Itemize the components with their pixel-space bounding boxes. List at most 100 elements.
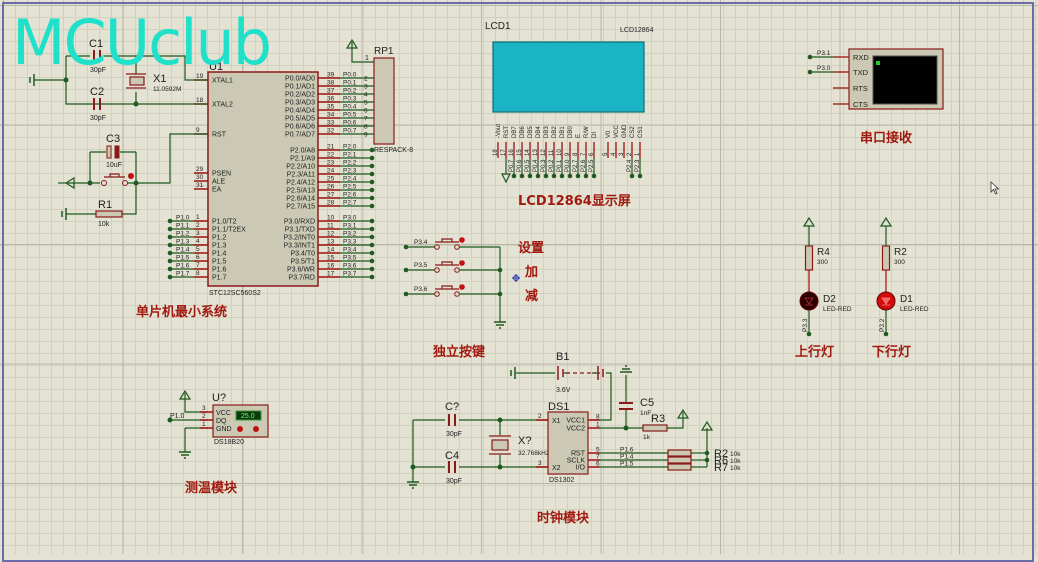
net-label: P1.3	[176, 239, 190, 246]
r3-wire	[667, 412, 684, 429]
pin-name: P3.2/INT0	[283, 235, 315, 242]
pin-number: 23	[327, 160, 335, 167]
crystal-circuit[interactable]: C1 30pF C2 30pF X1 11.0592M C3 10uF R	[29, 38, 208, 228]
lcd-pin-name: DB7	[512, 126, 518, 138]
pin-name: P1.7	[212, 275, 227, 282]
pin-name: P0.6/AD6	[285, 124, 315, 131]
pullup-resistor-icon	[667, 456, 692, 464]
junction-dot	[167, 226, 173, 232]
junction-dot	[575, 173, 581, 179]
pin-name: XTAL2	[212, 102, 233, 109]
junction-dot	[369, 147, 375, 153]
led-caption: 上行灯	[795, 344, 834, 360]
net-label: P2.7	[343, 200, 357, 207]
pin-name: X2	[552, 465, 561, 472]
lcd-pin-number: 13	[533, 149, 539, 156]
c-top-ref: C?	[445, 401, 459, 413]
pin-name: SCLK	[567, 458, 586, 465]
lcd-net-label: P2.5	[589, 159, 595, 172]
rtc-ds1302[interactable]: B1 3.6V C? 30pF C4 30pF X? 32.768kHz DS1…	[407, 351, 741, 526]
pin-name: P2.7/A15	[286, 204, 315, 211]
pullup-resistor-icon	[667, 463, 692, 471]
lcd-screen[interactable]	[492, 41, 645, 113]
r1-value: 10k	[98, 221, 110, 228]
lcd-pin-number: 16	[509, 149, 515, 156]
lcd-part: LCD12864	[620, 27, 654, 34]
lcd-pin-number: 11	[549, 149, 555, 156]
switch-contact	[454, 267, 460, 273]
pin-number: 11	[327, 223, 334, 230]
capacitor-icon	[448, 414, 456, 473]
pin-number: 26	[327, 184, 335, 191]
mcu-u1[interactable]: U1 STC12SC560S2 19XTAL118XTAL29RST29PSEN…	[167, 61, 375, 297]
pin-number: 34	[327, 112, 335, 119]
pin-name: VCC	[216, 410, 231, 417]
increase-button-icon[interactable]	[253, 426, 259, 432]
sensor-net-label: P1.0	[170, 413, 185, 420]
junction-dot	[497, 267, 503, 273]
lcd-net-label: P0.0	[565, 159, 571, 172]
junction-dot	[369, 234, 375, 240]
caption-terminal: 串口接收	[860, 130, 913, 146]
respack-pin-number: 3	[364, 84, 368, 91]
sensor-part: DS18B20	[214, 439, 244, 446]
rtc-part: DS1302	[549, 477, 574, 484]
decrease-button-icon[interactable]	[237, 426, 243, 432]
temp-sensor-ds18b20[interactable]: P1.0 U? DS18B20 3 2 1 VCC DQ GND 25.0 测温…	[167, 389, 269, 496]
battery-icon	[557, 366, 604, 380]
rtc-body[interactable]	[547, 411, 589, 475]
respack-pin-number: 9	[364, 132, 368, 139]
pin-name: VCC1	[566, 418, 585, 425]
pin-name: P1.0/T2	[212, 219, 237, 226]
net-label: P3.4	[343, 247, 357, 254]
r1-ref: R1	[98, 199, 112, 211]
switch-contact	[434, 244, 440, 250]
pin-number: 36	[327, 96, 335, 103]
pin-number: 4	[196, 238, 200, 245]
junction-dot	[369, 195, 375, 201]
lcd12864[interactable]: LCD1 LCD12864 -Vout18RST17DB716P0.7DB615…	[485, 21, 654, 209]
switch-contact	[454, 244, 460, 250]
lcd-net-label: P2.3	[635, 159, 641, 172]
r1-resistor-icon	[95, 210, 123, 218]
sensor-pins	[200, 411, 213, 429]
c2-ref: C2	[90, 86, 104, 98]
resistor-icon	[881, 245, 891, 271]
junction-dot	[535, 173, 541, 179]
reset-button-icon[interactable]	[104, 173, 125, 178]
power-arrow-icon	[345, 38, 359, 49]
respack-pin-number: 7	[364, 116, 368, 123]
junction-dot	[591, 173, 597, 179]
rtc-net-label: P1.6	[620, 447, 634, 454]
junction-dot	[369, 187, 375, 193]
sensor-wires	[170, 393, 208, 452]
c5-capacitor-icon	[619, 402, 633, 410]
respack-part: RESPACK-8	[374, 147, 413, 154]
mcu-ref: U1	[209, 61, 223, 73]
pin-number: 5	[596, 447, 600, 454]
power-arrow-icon	[676, 408, 690, 419]
led-caption: 下行灯	[872, 344, 911, 360]
pin-name: P1.6	[212, 267, 227, 274]
mcu-body[interactable]	[207, 71, 319, 287]
pin-name: P1.3	[212, 243, 227, 250]
net-label: P0.1	[343, 80, 357, 87]
net-label: P3.0	[343, 215, 357, 222]
respack-body[interactable]	[373, 57, 395, 145]
ground-icon	[494, 321, 506, 329]
respack-pin-number: 8	[364, 124, 368, 131]
junction-dot	[527, 173, 533, 179]
pin-name: P2.0/A8	[290, 148, 315, 155]
junction-dot	[87, 180, 93, 186]
